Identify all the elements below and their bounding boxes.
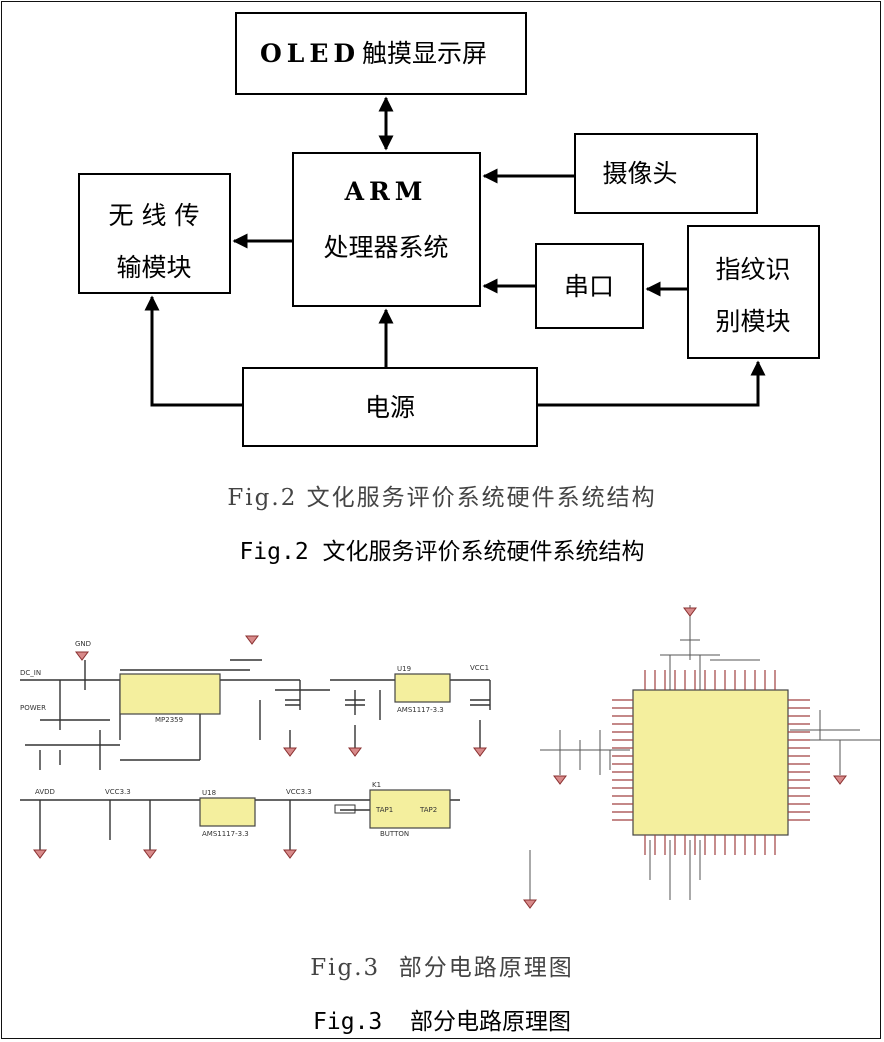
k1-label: K1 xyxy=(372,781,381,789)
mp2359-label: MP2359 xyxy=(155,716,183,724)
avdd-label: AVDD xyxy=(35,788,55,796)
fingerprint-label-line1: 指纹识 xyxy=(715,255,790,284)
fig2-caption-printed: Fig.2 文化服务评价系统硬件系统结构 xyxy=(227,485,657,511)
tap1-label: TAP1 xyxy=(375,806,393,814)
u18-chip xyxy=(199,797,256,827)
arm-processor-label: 处理器系统 xyxy=(323,233,448,262)
mp2359-chip xyxy=(119,673,221,715)
power-supply-box: 电源 xyxy=(242,367,538,447)
power-to-wireless-arrow xyxy=(144,295,243,407)
vcc-label-1: VCC3.3 xyxy=(105,788,131,796)
wireless-label-line1: 无 线 传 xyxy=(109,201,200,230)
u19-chip xyxy=(394,673,451,703)
wireless-module-box: 无 线 传 输模块 xyxy=(78,173,231,294)
serial-port-box: 串口 xyxy=(535,243,644,329)
tap2-label: TAP2 xyxy=(419,806,437,814)
ams1117-label-2: AMS1117-3.3 xyxy=(202,830,249,838)
vcc-label-2: VCC3.3 xyxy=(286,788,312,796)
vcc1-label: VCC1 xyxy=(470,664,489,672)
u19-label: U19 xyxy=(397,665,411,673)
power-circuit-schematic: MP2359 AMS1117-3.3 U19 GND DC_IN POWER V… xyxy=(20,635,491,859)
hardware-block-diagram: OLED 触摸显示屏 ARM 处理器系统 无 线 传 输模块 摄像头 串口 指纹… xyxy=(78,12,820,447)
partial-circuit-schematics: MP2359 AMS1117-3.3 U19 GND DC_IN POWER V… xyxy=(20,605,880,909)
oled-cjk-label: 触摸显示屏 xyxy=(362,39,487,68)
button-chip xyxy=(369,789,451,829)
arm-processor-box: ARM 处理器系统 xyxy=(292,152,481,307)
dc-in-label: DC_IN xyxy=(20,669,41,677)
power-connector-label: POWER xyxy=(20,704,46,712)
oled-latin-label: OLED xyxy=(260,39,360,68)
fingerprint-label-line2: 别模块 xyxy=(715,307,790,336)
gnd-label: GND xyxy=(75,640,91,648)
serial-label: 串口 xyxy=(564,272,614,301)
power-to-fingerprint-arrow xyxy=(537,360,766,407)
power-label: 电源 xyxy=(365,393,415,422)
button-label: BUTTON xyxy=(380,830,409,838)
fig3-caption: Fig.3 部分电路原理图 xyxy=(313,1009,571,1035)
mcu-chip xyxy=(632,689,789,836)
fig3-caption-printed: Fig.3 部分电路原理图 xyxy=(310,955,574,981)
fig2-caption: Fig.2 文化服务评价系统硬件系统结构 xyxy=(239,539,645,565)
camera-label: 摄像头 xyxy=(602,159,677,188)
oled-touchscreen-box: OLED 触摸显示屏 xyxy=(235,12,527,95)
camera-box: 摄像头 xyxy=(574,133,758,214)
arm-label: ARM xyxy=(344,177,428,206)
wireless-label-line2: 输模块 xyxy=(116,253,191,282)
u18-label: U18 xyxy=(202,789,216,797)
fingerprint-module-box: 指纹识 别模块 xyxy=(687,225,820,359)
ams1117-label-1: AMS1117-3.3 xyxy=(397,706,444,714)
mcu-schematic xyxy=(523,605,880,909)
